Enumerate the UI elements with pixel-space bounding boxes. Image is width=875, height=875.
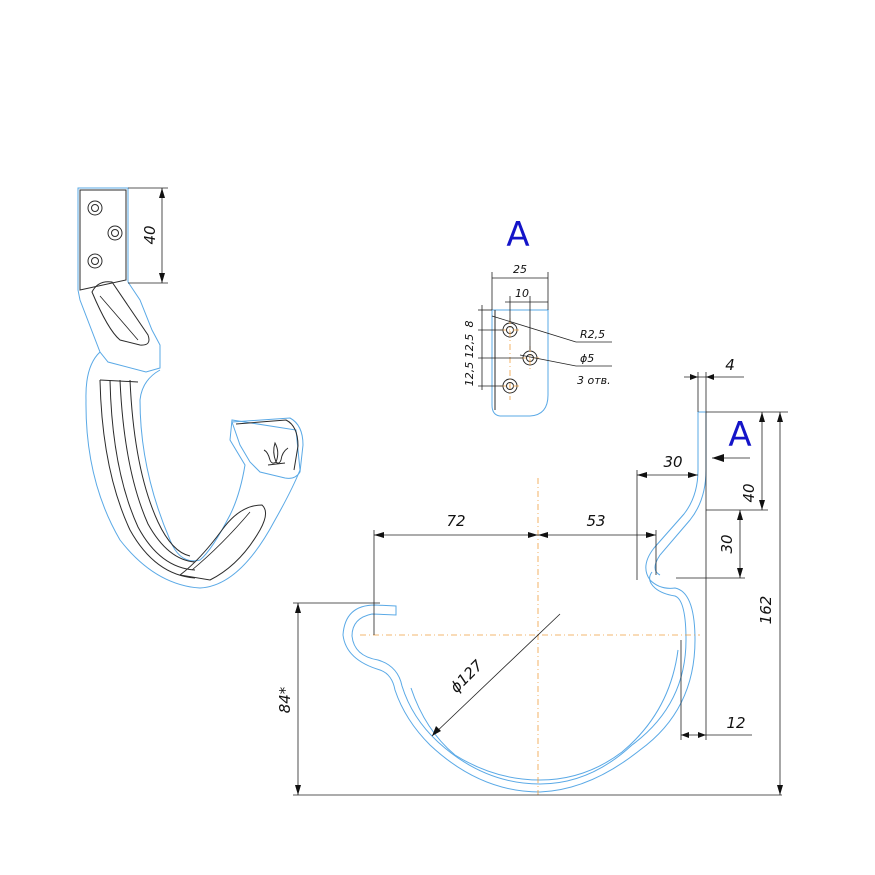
mounting-plate — [77, 187, 161, 373]
fleur-logo-icon — [263, 441, 289, 466]
dim-10-label: 10 — [515, 287, 529, 300]
dim-40-iso-label: 40 — [141, 225, 159, 244]
front-tab — [231, 417, 304, 479]
plate-hole-2-inner — [111, 229, 119, 237]
gutter-inner — [410, 649, 679, 781]
dim-30-right-label: 30 — [718, 534, 736, 553]
hook-rib-1 — [99, 379, 196, 579]
dim-12-5b-label: 12,5 — [463, 362, 476, 387]
hook-rib-3 — [119, 379, 196, 563]
dim-162-label: 162 — [757, 596, 775, 625]
dim-holes-label: 3 отв. — [577, 374, 611, 387]
view-a-arrow-head — [712, 454, 724, 462]
view-a-arrow-label: A — [728, 415, 751, 455]
hook-rib-top — [99, 379, 139, 383]
slot-lower-line — [191, 511, 251, 571]
plate-hole-1-inner — [91, 204, 99, 212]
view-a-detail: A 25 10 8 12,5 12,5 — [463, 215, 612, 417]
dim-12-5a-label: 12,5 — [463, 334, 476, 359]
hook-body-outer — [85, 351, 301, 589]
isometric-bracket — [77, 187, 304, 589]
gutter-outer — [342, 571, 696, 793]
dim-40-iso: 40 — [128, 187, 168, 284]
side-profile: ϕ127 72 53 30 4 A 40 30 — [276, 356, 788, 796]
dim-phi5-label: ϕ5 — [580, 352, 594, 365]
dim-12-label: 12 — [726, 714, 745, 732]
dim-phi127-label: ϕ127 — [446, 656, 486, 696]
plate-hole-2 — [107, 225, 123, 241]
plate-hole-3-inner — [91, 257, 99, 265]
front-tab-edge — [235, 419, 299, 471]
hook-rib-4 — [129, 379, 191, 557]
slot-inner-line — [99, 295, 139, 341]
dim-4-label: 4 — [725, 356, 735, 374]
hook-rib-2 — [109, 379, 196, 571]
dim-r2-5-label: R2,5 — [580, 328, 605, 341]
plate-hole-3 — [87, 253, 103, 269]
dim-72-label: 72 — [446, 512, 465, 530]
dim-8-label: 8 — [463, 321, 476, 328]
plate-face — [79, 189, 127, 291]
view-a-label: A — [506, 215, 529, 255]
dim-53-label: 53 — [586, 512, 605, 530]
dim-30-top-label: 30 — [663, 453, 682, 471]
dim-25-label: 25 — [513, 263, 527, 276]
dim-40-right-label: 40 — [740, 483, 758, 502]
plate-slot — [91, 281, 150, 346]
dim-84-label: 84* — [276, 686, 294, 713]
hook-slot-lower — [178, 504, 266, 581]
plate-hole-1 — [87, 200, 103, 216]
view-a-plate — [491, 309, 549, 417]
